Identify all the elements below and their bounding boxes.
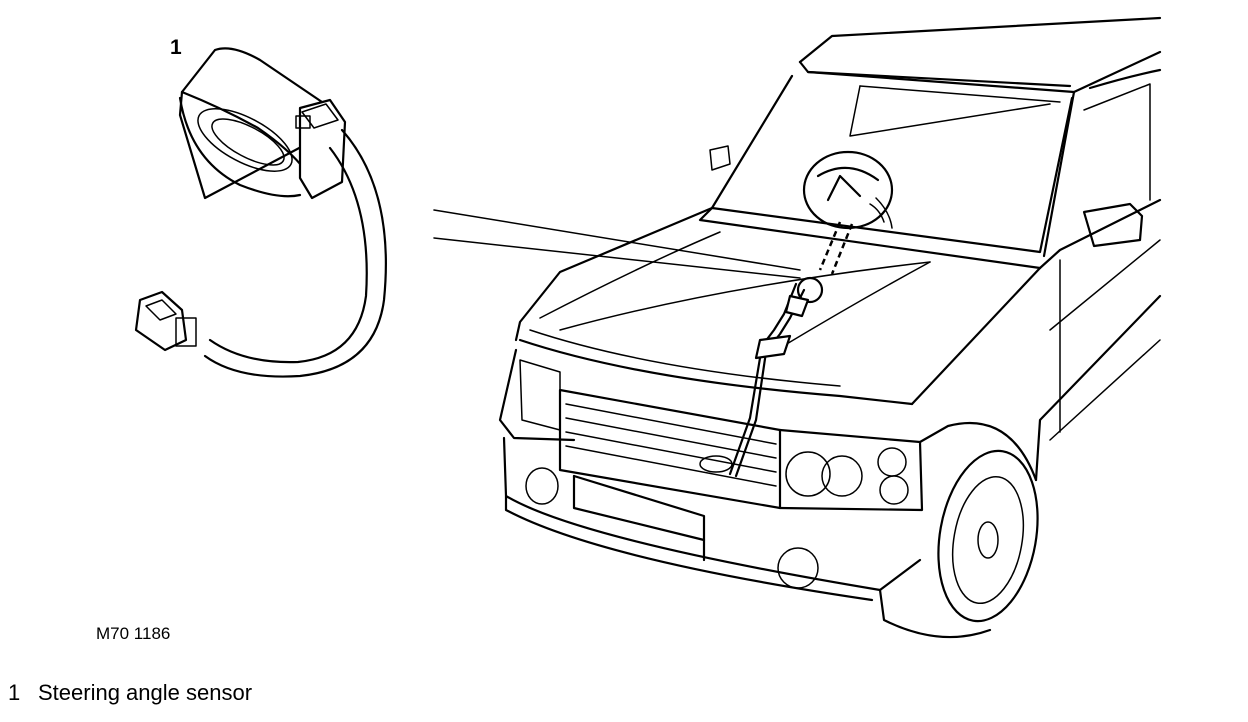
legend-item-label: Steering angle sensor	[38, 680, 253, 705]
steering-column-illustration	[728, 150, 894, 478]
callout-number: 1	[170, 36, 182, 59]
leader-lines	[433, 209, 801, 279]
figure-code: M70 1186	[96, 624, 171, 643]
vehicle-outline	[498, 16, 1162, 639]
steering-angle-sensor-illustration	[134, 47, 387, 378]
legend-item-number: 1	[8, 680, 21, 705]
legend-item: 1 Steering angle sensor	[8, 680, 252, 706]
